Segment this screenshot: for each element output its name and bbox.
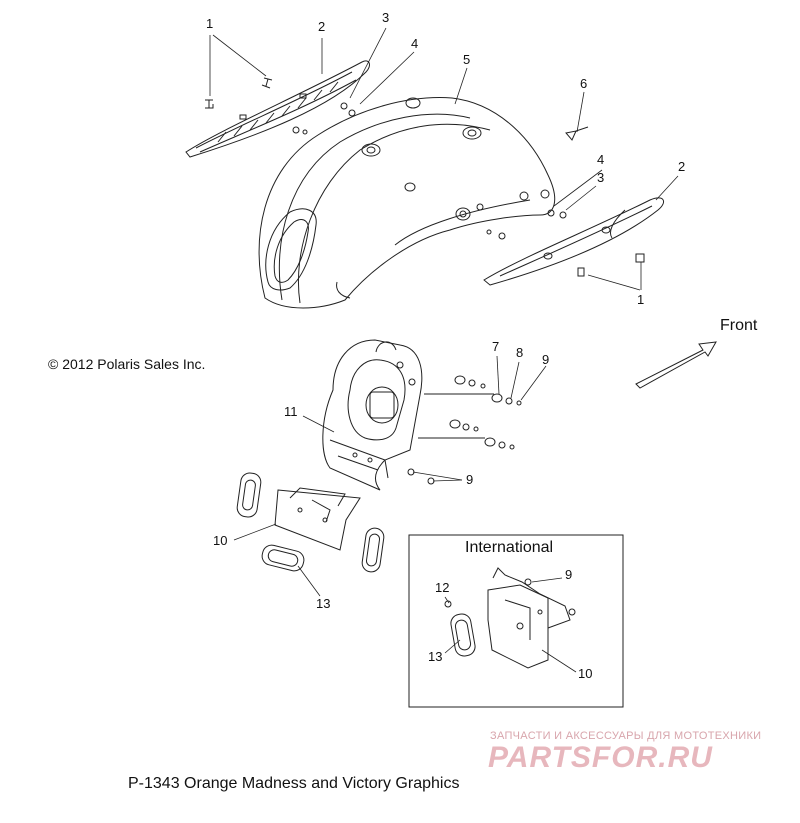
push-pin-6 [565, 126, 589, 141]
callout-1: 1 [206, 16, 213, 31]
plate-holder-10 [274, 487, 361, 551]
callout-6: 6 [580, 76, 587, 91]
washer-4-right [547, 209, 555, 217]
callout-5: 5 [463, 52, 470, 67]
fender-boss [361, 143, 381, 157]
front-label: Front [720, 317, 758, 334]
diagram-caption: P-1343 Orange Madness and Victory Graphi… [128, 775, 460, 792]
right-graphic-decal [483, 197, 665, 286]
rear-reflector-13 [261, 544, 305, 572]
washer-4-left [348, 109, 356, 117]
reflector-right [361, 527, 385, 573]
callout-8: 8 [516, 345, 523, 360]
callout-4: 4 [411, 36, 418, 51]
fender-emblem-recess [265, 208, 317, 291]
reflector-left [236, 472, 262, 518]
callout-4b: 4 [597, 152, 604, 167]
callout-13: 13 [316, 596, 330, 611]
callout-12: 12 [435, 580, 449, 595]
callout-3: 3 [382, 10, 389, 25]
bracket-hardware [407, 375, 522, 485]
fender-boss [462, 126, 482, 140]
callout-labels: 1 2 3 4 5 6 4 3 2 1 7 8 9 11 9 10 13 12 … [206, 10, 685, 681]
international-box [408, 534, 624, 708]
callout-2: 2 [318, 19, 325, 34]
callout-9b: 9 [466, 472, 473, 487]
nut-3-left [340, 102, 348, 110]
intl-plate-holder-10 [487, 567, 576, 669]
callout-3b: 3 [597, 170, 604, 185]
callout-10: 10 [213, 533, 227, 548]
international-title: International [465, 539, 554, 556]
callout-7: 7 [492, 339, 499, 354]
nut-3-right [559, 211, 567, 219]
callout-10b: 10 [578, 666, 592, 681]
fender-boss [405, 97, 421, 109]
callout-2b: 2 [678, 159, 685, 174]
callout-9c: 9 [565, 567, 572, 582]
rear-fender [258, 97, 556, 309]
front-arrow [635, 341, 717, 389]
callout-1b: 1 [637, 292, 644, 307]
callout-11: 11 [284, 404, 298, 419]
screw-1-left [205, 77, 273, 109]
callout-9: 9 [542, 352, 549, 367]
left-graphic-decal [185, 60, 370, 158]
callout-13b: 13 [428, 649, 442, 664]
watermark-logo: PARTSFOR.RU [488, 741, 713, 774]
copyright-text: © 2012 Polaris Sales Inc. [48, 356, 206, 372]
intl-reflector-13 [450, 613, 476, 657]
leader-lines [209, 27, 679, 673]
watermark-tagline: ЗАПЧАСТИ И АКСЕССУАРЫ ДЛЯ МОТОТЕХНИКИ [490, 730, 762, 742]
screw-1-right [577, 253, 645, 277]
license-bracket-11 [322, 339, 423, 491]
